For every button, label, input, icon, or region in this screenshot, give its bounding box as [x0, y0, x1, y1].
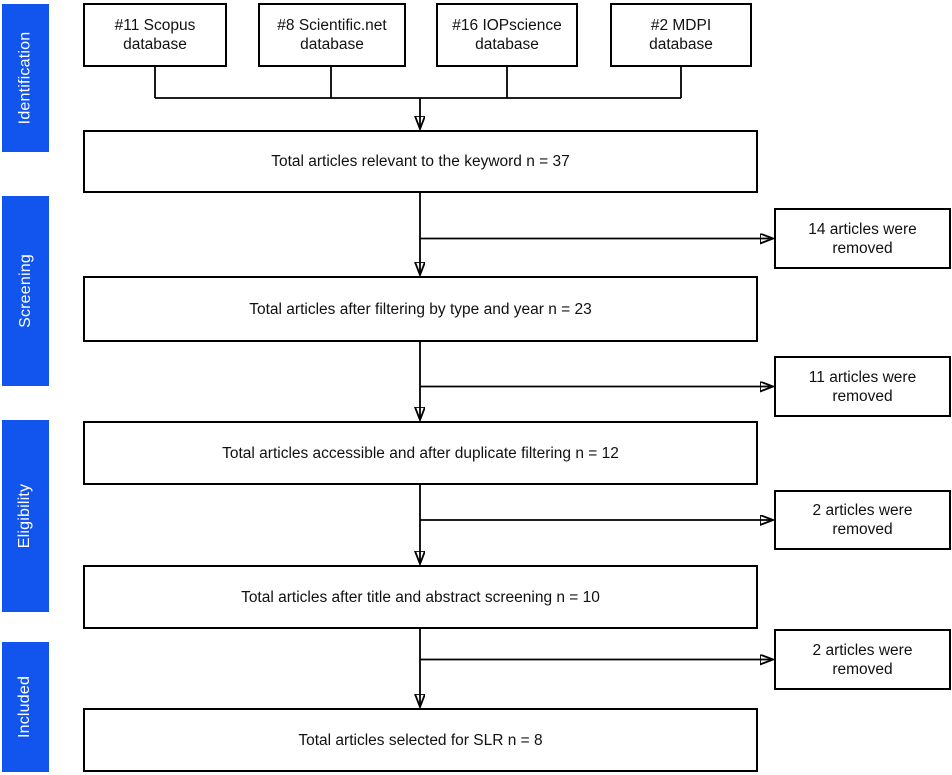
flow-step-label: Total articles accessible and after dupl… [222, 444, 619, 462]
stage-bar-screening: Screening [2, 196, 49, 386]
removal-box-1: 14 articles were removed [774, 208, 951, 269]
stage-bar-identification: Identification [2, 4, 49, 152]
source-label-mdpi: #2 MDPI database [649, 17, 713, 53]
removal-label: 14 articles were removed [808, 220, 917, 257]
flow-step-title-abstract-screening: Total articles after title and abstract … [83, 565, 758, 629]
removal-label: 2 articles were removed [812, 641, 913, 678]
stage-bar-eligibility: Eligibility [2, 420, 49, 612]
source-label-iopscience: #16 IOPscience database [452, 17, 562, 53]
removal-box-2: 11 articles were removed [774, 356, 951, 417]
flow-step-selected-for-slr: Total articles selected for SLR n = 8 [83, 708, 758, 772]
flow-step-type-year-filter: Total articles after filtering by type a… [83, 276, 758, 342]
flow-step-keyword-relevant: Total articles relevant to the keyword n… [83, 130, 758, 193]
removal-box-3: 2 articles were removed [774, 490, 951, 550]
flow-step-label: Total articles after filtering by type a… [249, 300, 592, 318]
flow-step-label: Total articles relevant to the keyword n… [271, 153, 570, 170]
source-label-scopus: #11 Scopus database [114, 17, 196, 53]
stage-label-eligibility: Eligibility [16, 483, 34, 549]
flow-step-duplicate-filter: Total articles accessible and after dupl… [83, 421, 758, 485]
source-box-iopscience: #16 IOPscience database [436, 3, 578, 67]
stage-label-screening: Screening [16, 254, 34, 328]
flow-step-label: Total articles selected for SLR n = 8 [298, 731, 543, 749]
stage-label-included: Included [16, 675, 34, 739]
removal-box-4: 2 articles were removed [774, 629, 951, 690]
source-box-scientific-net: #8 Scientific.net database [258, 3, 406, 67]
flow-step-label: Total articles after title and abstract … [241, 588, 600, 606]
stage-label-identification: Identification [16, 31, 34, 125]
removal-label: 2 articles were removed [812, 502, 913, 538]
source-label-scientific-net: #8 Scientific.net database [277, 17, 387, 53]
stage-bar-included: Included [2, 642, 49, 772]
removal-label: 11 articles were removed [808, 368, 917, 405]
source-connector-stubs [154, 67, 682, 98]
source-box-scopus: #11 Scopus database [83, 3, 227, 67]
source-box-mdpi: #2 MDPI database [610, 3, 752, 67]
